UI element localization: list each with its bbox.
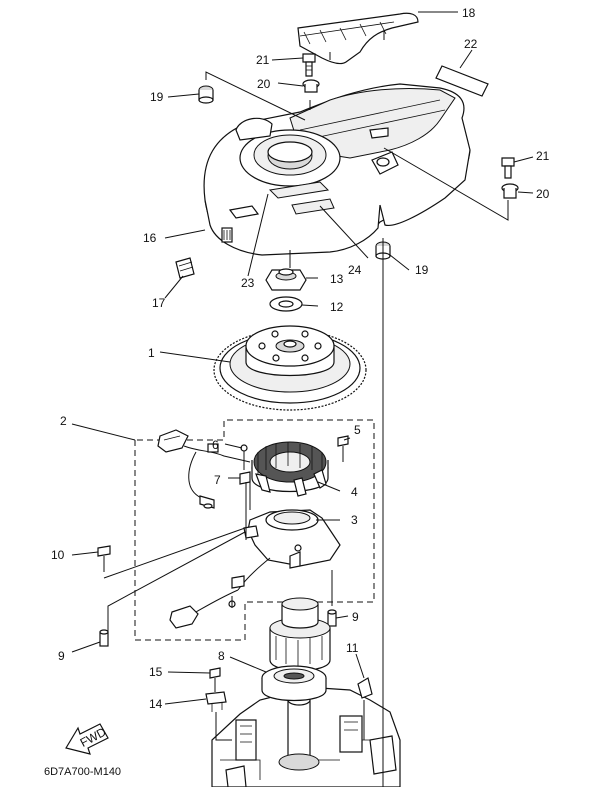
wire-harness bbox=[157, 429, 251, 509]
label-part-8: 8 bbox=[218, 649, 225, 663]
sleeve-cam bbox=[261, 665, 327, 702]
fwd-label: FWD bbox=[78, 725, 109, 750]
label-part-14: 14 bbox=[149, 697, 163, 711]
label-part-24: 24 bbox=[348, 263, 362, 277]
label-part-7: 7 bbox=[214, 473, 221, 487]
dowel-pin-left bbox=[99, 629, 109, 647]
cover-strip bbox=[297, 12, 419, 65]
label-part-21-right: 21 bbox=[536, 149, 550, 163]
stator-coil bbox=[251, 441, 329, 497]
washer bbox=[269, 296, 303, 312]
screw-15 bbox=[209, 667, 221, 692]
label-part-12: 12 bbox=[330, 300, 344, 314]
grommet-17 bbox=[175, 257, 195, 279]
bracket-14 bbox=[205, 691, 227, 712]
power-head bbox=[211, 597, 401, 787]
label-part-15: 15 bbox=[149, 665, 163, 679]
label-part-19-top: 19 bbox=[150, 90, 164, 104]
label-part-16: 16 bbox=[143, 231, 157, 245]
forward-arrow-icon: FWD bbox=[65, 723, 109, 755]
label-part-13: 13 bbox=[330, 272, 344, 286]
leader-lines bbox=[71, 11, 534, 705]
label-part-1: 1 bbox=[148, 346, 155, 360]
label-part-19-right: 19 bbox=[415, 263, 429, 277]
label-part-4: 4 bbox=[351, 485, 358, 499]
label-part-9-left: 9 bbox=[58, 649, 65, 663]
label-part-3: 3 bbox=[351, 513, 358, 527]
dowel-pin-right bbox=[327, 609, 337, 627]
screw-5 bbox=[337, 435, 349, 462]
label-part-10: 10 bbox=[51, 548, 65, 562]
label-part-17: 17 bbox=[152, 296, 166, 310]
label-part-5: 5 bbox=[354, 423, 361, 437]
label-part-20-top: 20 bbox=[257, 77, 271, 91]
flywheel bbox=[213, 325, 367, 411]
label-part-20-right: 20 bbox=[536, 187, 550, 201]
bolt-21-top bbox=[302, 53, 316, 77]
clamp-7 bbox=[239, 471, 251, 485]
flywheel-cover bbox=[203, 83, 471, 256]
plug-11 bbox=[357, 677, 373, 699]
label-part-22: 22 bbox=[464, 37, 478, 51]
bolt-10 bbox=[97, 545, 111, 572]
collar-20-right bbox=[501, 183, 519, 199]
assembly-boundary bbox=[134, 419, 375, 641]
screw-6 bbox=[240, 444, 248, 470]
label-part-9-right: 9 bbox=[352, 610, 359, 624]
alignment-lines bbox=[103, 71, 509, 787]
label-part-21-top: 21 bbox=[256, 53, 270, 67]
label-part-2: 2 bbox=[60, 414, 67, 428]
collar-20-top bbox=[302, 79, 320, 93]
bolt-21-right bbox=[501, 157, 515, 179]
label-part-6: 6 bbox=[212, 438, 219, 452]
label-plate bbox=[435, 65, 489, 97]
flywheel-nut bbox=[265, 268, 307, 291]
pulser-coil-base bbox=[169, 509, 341, 629]
label-part-11: 11 bbox=[346, 641, 359, 655]
diagram-code: 6D7A700-M140 bbox=[44, 766, 121, 778]
part-labels: 18 21 22 20 19 21 20 16 19 23 24 13 17 1… bbox=[51, 6, 550, 711]
grommet-19-top bbox=[198, 85, 214, 104]
label-part-18: 18 bbox=[462, 6, 476, 20]
label-part-23: 23 bbox=[241, 276, 255, 290]
